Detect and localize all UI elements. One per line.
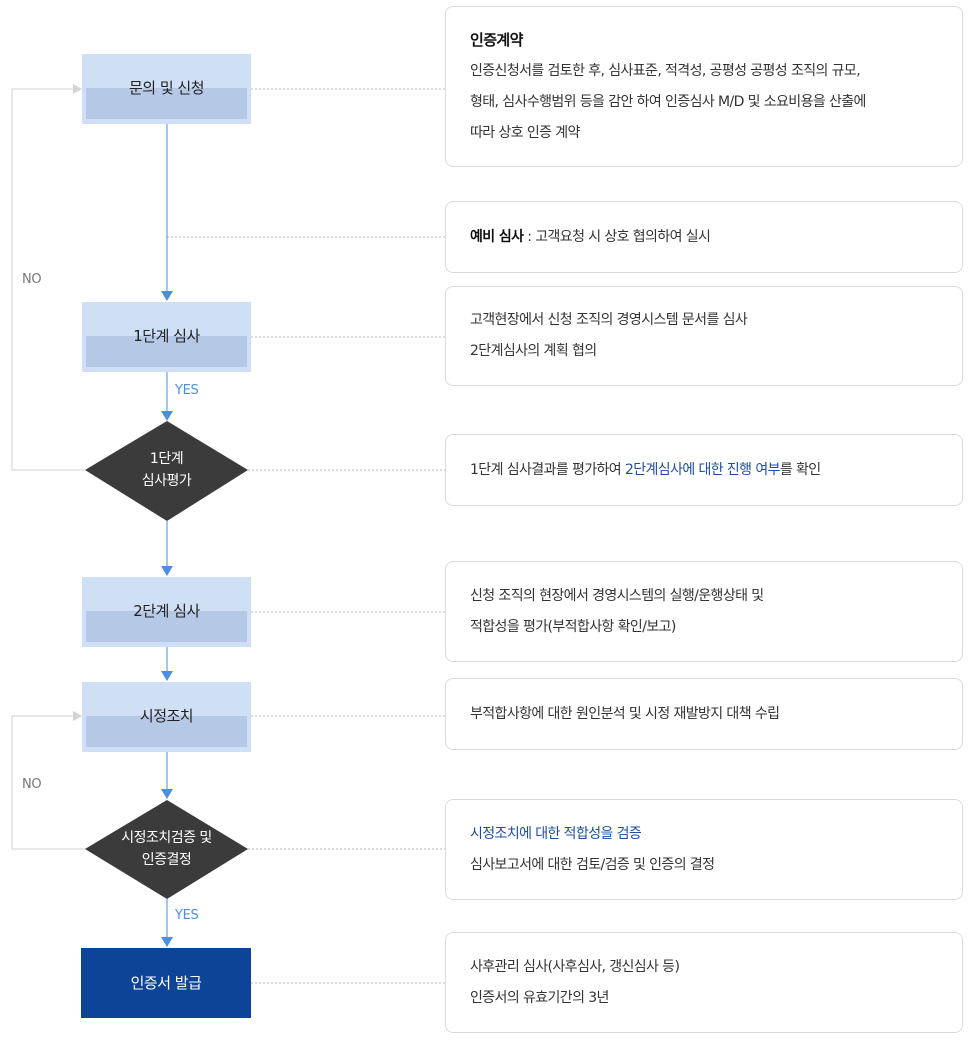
node-stage2-box <box>82 577 251 647</box>
node-corrective-label: 시정조치 <box>139 707 194 725</box>
decision-verify-label: 시정조치검증 및 인증결정 <box>85 827 248 871</box>
decision-verify-line2: 인증결정 <box>141 852 192 868</box>
no-label-2: NO <box>22 777 42 792</box>
yes-label-2: YES <box>175 908 199 923</box>
card-stage2-line-2: 적합성을 평가(부적합사항 확인/보고) <box>470 618 676 635</box>
yes-label-1: YES <box>175 383 199 398</box>
card-issue-line-2: 인증서의 유효기간의 3년 <box>470 989 609 1006</box>
loop-arrowheads <box>73 84 82 721</box>
node-stage1-label: 1단계 심사 <box>133 327 200 345</box>
card-stage2-line-1: 신청 조직의 현장에서 경영시스템의 실행/운행상태 및 <box>470 587 764 604</box>
card-issue-line-1: 사후관리 심사(사후심사, 갱신심사 등) <box>470 958 680 975</box>
card-contract-line-3: 따라 상호 인증 계약 <box>470 125 580 141</box>
card-stage1-line-1: 고객현장에서 신청 조직의 경영시스템 문서를 심사 <box>470 312 748 328</box>
card-prelim-text: 고객요청 시 상호 협의하여 실시 <box>535 228 711 245</box>
card-contract-line-1: 인증신청서를 검토한 후, 심사표준, 적격성, 공평성 공평성 조직의 규모, <box>470 63 861 79</box>
node-issue-box <box>81 948 251 1018</box>
card-prelim-line: 예비 심사 : 고객요청 시 상호 협의하여 실시 <box>470 222 938 253</box>
card-verify: 시정조치에 대한 적합성을 검증 심사보고서에 대한 검토/검증 및 인증의 결… <box>445 799 963 900</box>
card-prelim-bold: 예비 심사 <box>470 228 524 245</box>
node-inquiry-box <box>82 54 251 124</box>
card-contract-title: 인증계약 <box>470 31 523 49</box>
card-verify-highlight: 시정조치에 대한 적합성을 검증 <box>470 825 642 842</box>
card-stage1-line-2: 2단계심사의 계획 협의 <box>470 343 597 359</box>
decision-stage1-label: 1단계 심사평가 <box>85 448 248 492</box>
dotted-connectors <box>167 88 445 984</box>
no-label-1: NO <box>22 272 42 287</box>
card-prelim-sep: : <box>523 228 536 245</box>
card-stage1: 고객현장에서 신청 조직의 경영시스템 문서를 심사 2단계심사의 계획 협의 <box>445 286 963 386</box>
card-eval-post: 를 확인 <box>779 461 821 478</box>
decision-verify-shape <box>85 800 248 899</box>
card-contract-line-2: 형태, 심사수행범위 등을 감안 하여 인증심사 M/D 및 소요비용을 산출에 <box>470 94 866 110</box>
node-stage1-box <box>82 302 251 372</box>
node-stage2-label: 2단계 심사 <box>133 602 200 620</box>
decision-stage1-line2: 심사평가 <box>141 473 192 489</box>
card-eval-pre: 1단계 심사결과를 평가하여 <box>470 461 625 478</box>
card-verify-line: 심사보고서에 대한 검토/검증 및 인증의 결정 <box>470 856 715 873</box>
card-contract: 인증계약 인증신청서를 검토한 후, 심사표준, 적격성, 공평성 공평성 조직… <box>445 6 963 167</box>
decision-stage1-line1: 1단계 <box>149 451 184 467</box>
node-corrective-box <box>82 682 251 752</box>
card-stage2: 신청 조직의 현장에서 경영시스템의 실행/운행상태 및 적합성을 평가(부적합… <box>445 561 963 662</box>
card-issue: 사후관리 심사(사후심사, 갱신심사 등) 인증서의 유효기간의 3년 <box>445 932 963 1033</box>
flow-arrowheads <box>161 291 173 947</box>
card-eval: 1단계 심사결과를 평가하여 2단계심사에 대한 진행 여부를 확인 <box>445 434 963 506</box>
node-inquiry-label: 문의 및 신청 <box>128 79 205 97</box>
card-eval-highlight: 2단계심사에 대한 진행 여부 <box>624 461 781 478</box>
loop-lines <box>11 88 85 850</box>
node-issue-label: 인증서 발급 <box>130 974 202 992</box>
card-corrective: 부적합사항에 대한 원인분석 및 시정 재발방지 대책 수립 <box>445 678 963 750</box>
card-eval-line: 1단계 심사결과를 평가하여 2단계심사에 대한 진행 여부를 확인 <box>470 455 938 486</box>
decision-verify-line1: 시정조치검증 및 <box>121 830 212 846</box>
card-prelim: 예비 심사 : 고객요청 시 상호 협의하여 실시 <box>445 201 963 273</box>
card-corrective-line-1: 부적합사항에 대한 원인분석 및 시정 재발방지 대책 수립 <box>470 705 780 722</box>
decision-stage1-shape <box>85 421 248 521</box>
